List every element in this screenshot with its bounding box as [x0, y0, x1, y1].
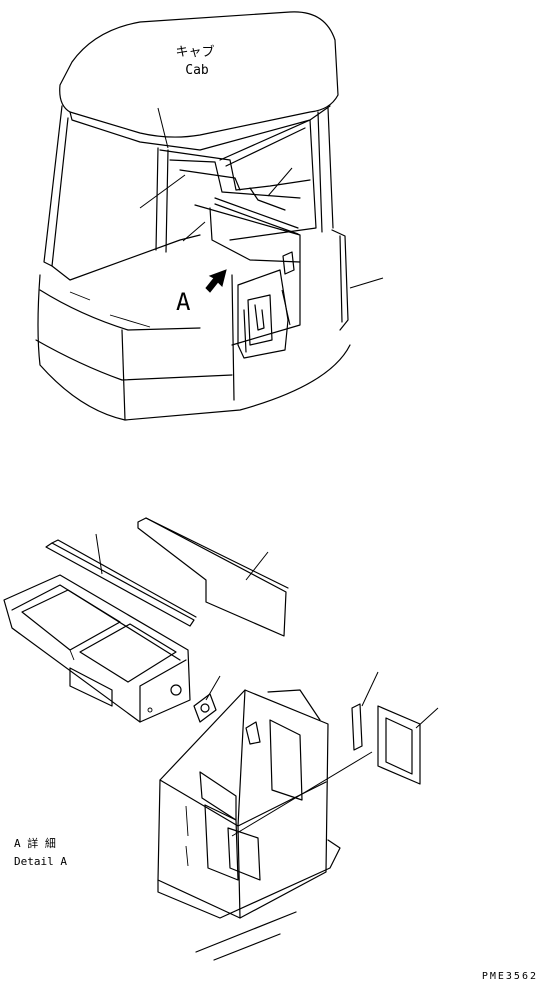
- cab-label-en: Cab: [185, 63, 209, 78]
- view-marker-label: A: [176, 288, 191, 316]
- cab-assembly: [35, 11, 351, 421]
- detail-label-en: Detail A: [14, 855, 67, 868]
- drawing-code: PME3562: [482, 971, 538, 982]
- detail-label-jp: A 詳 細: [14, 836, 56, 850]
- leader-lines-lower: [95, 533, 439, 837]
- cab-label-jp: キャブ: [175, 44, 214, 60]
- view-arrow: [205, 269, 227, 293]
- leader-lines-upper: [139, 107, 384, 326]
- detail-a-assembly: [3, 517, 421, 961]
